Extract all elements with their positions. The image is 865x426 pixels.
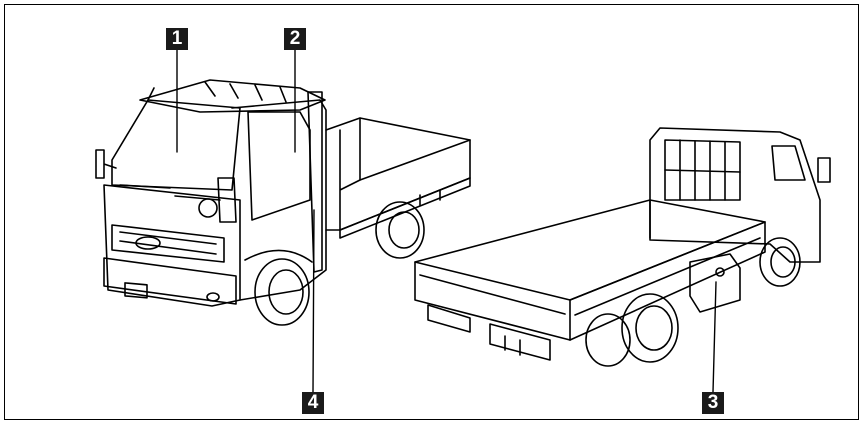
cargo-bed-rear [414, 199, 766, 301]
front-view-truck [95, 79, 471, 326]
cargo-bed [325, 117, 471, 231]
rear-view-truck [414, 127, 831, 367]
leader-line-4 [312, 209, 315, 393]
callout-2: 2 [284, 28, 306, 50]
fuel-tank [689, 253, 741, 313]
right-mirror [217, 177, 237, 223]
callout-3: 3 [702, 392, 724, 414]
leader-line-3 [712, 281, 717, 393]
callout-4: 4 [302, 392, 324, 414]
left-mirror [95, 149, 117, 179]
leader-lines [176, 49, 717, 393]
figure-frame [4, 4, 859, 420]
callout-1: 1 [166, 28, 188, 50]
side-window [247, 111, 311, 221]
windshield [111, 99, 241, 191]
